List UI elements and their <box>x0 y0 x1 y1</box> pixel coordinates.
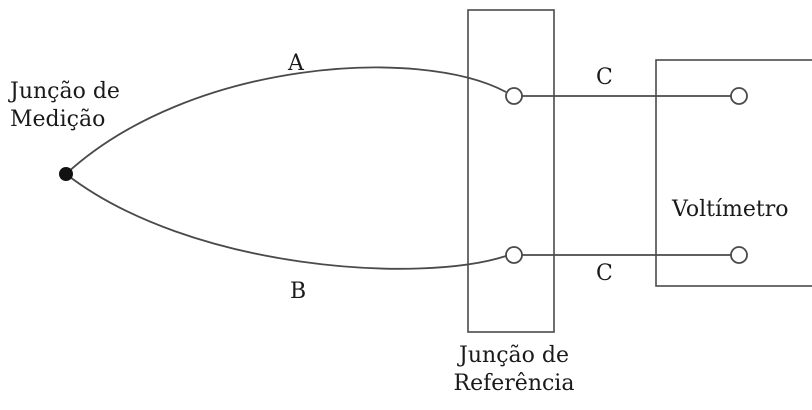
reference-junction-label: Junção de Referência <box>444 342 584 397</box>
reference-terminal-bottom <box>505 246 523 264</box>
voltmeter-box <box>655 59 812 287</box>
voltmeter-label: Voltímetro <box>672 197 789 222</box>
measurement-junction-label-line-2: Medição <box>10 106 106 132</box>
voltmeter-terminal-bottom <box>730 246 748 264</box>
measurement-junction-label: Junção de Medição <box>10 78 120 133</box>
measurement-junction-dot <box>59 167 73 181</box>
wire-a-label: A <box>288 51 304 76</box>
wire-b <box>65 173 507 270</box>
wire-c-top-label: C <box>596 65 613 90</box>
wire-c-bottom-label: C <box>596 261 613 286</box>
reference-junction-label-line-2: Referência <box>453 370 575 396</box>
wire-b-label: B <box>290 279 307 304</box>
reference-junction-label-line-1: Junção de <box>459 343 569 368</box>
reference-junction-block <box>467 9 555 333</box>
reference-terminal-top <box>505 87 523 105</box>
voltmeter-terminal-top <box>730 87 748 105</box>
wire-a <box>65 66 507 175</box>
measurement-junction-label-line-1: Junção de <box>10 79 120 104</box>
